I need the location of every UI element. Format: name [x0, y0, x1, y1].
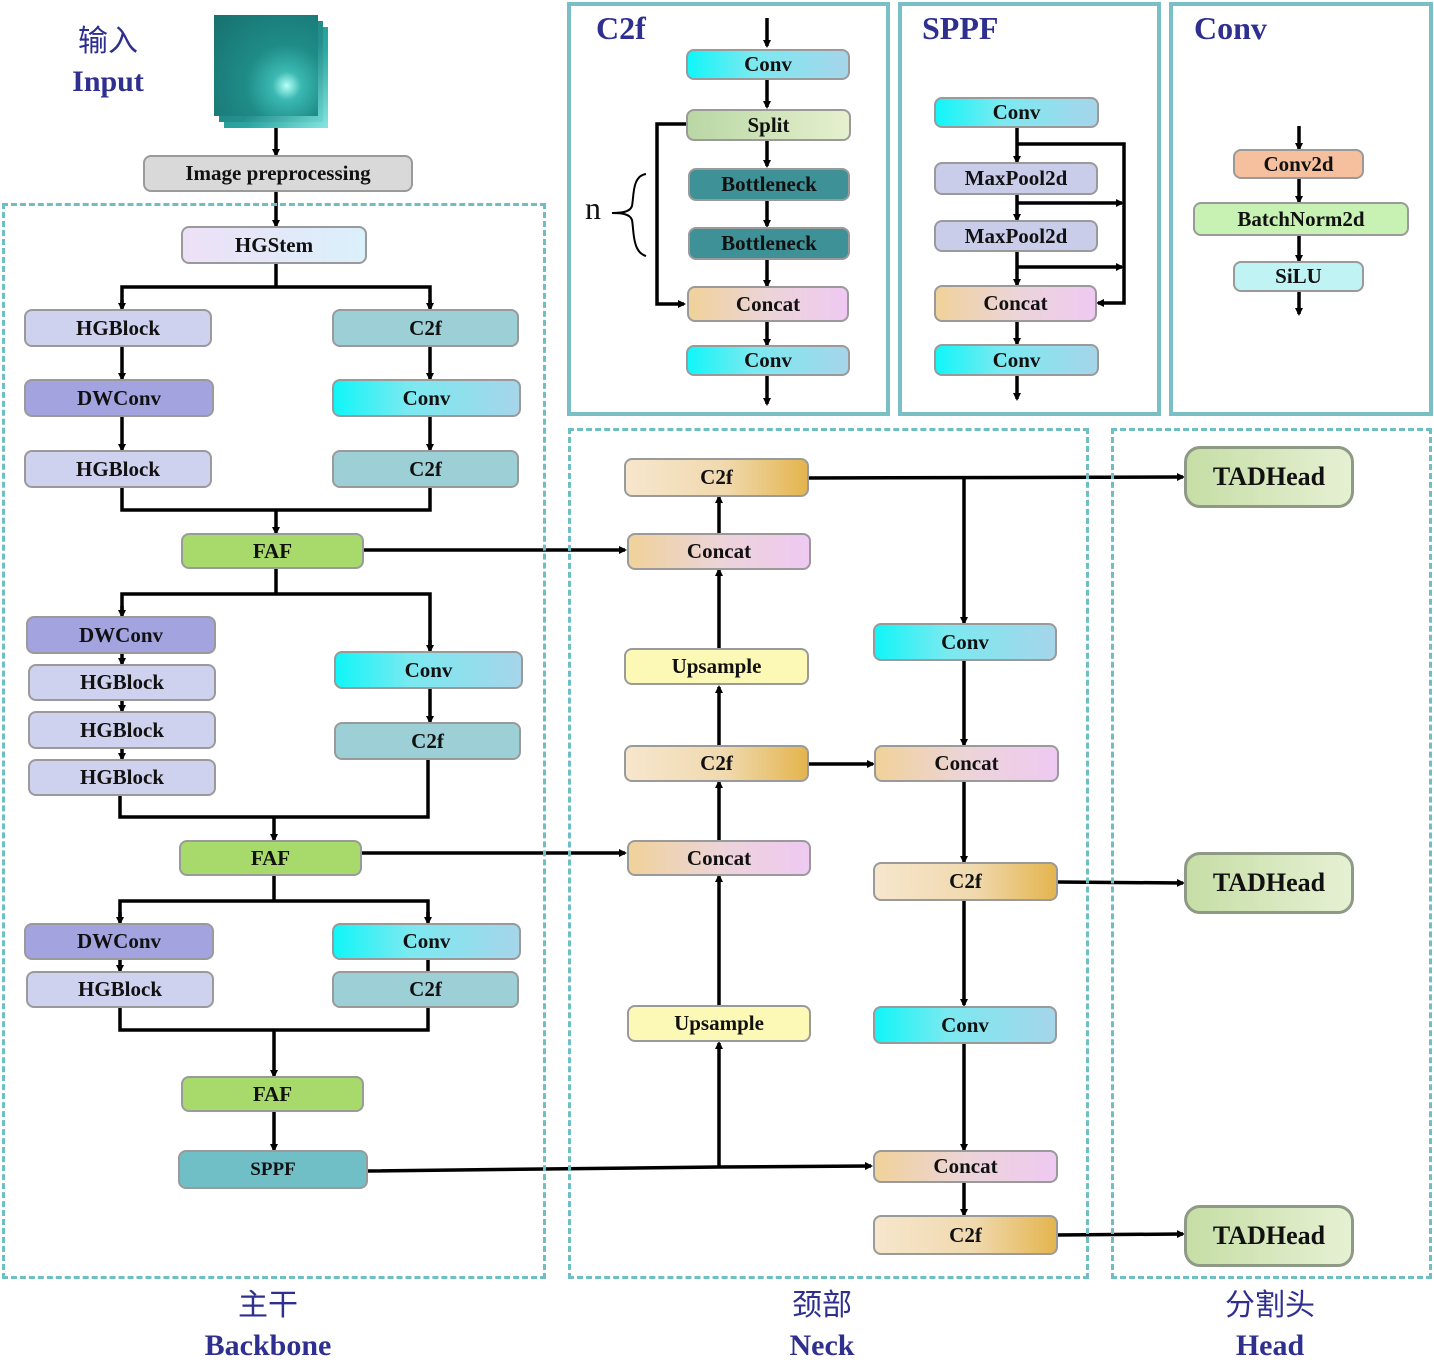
- stage1-faf-block[interactable]: FAF: [181, 533, 364, 569]
- stage2-left-block-1[interactable]: DWConv: [26, 616, 216, 654]
- stage3-left-block-2[interactable]: HGBlock: [26, 971, 214, 1008]
- head-label-zh: 分割头: [1225, 1289, 1315, 1322]
- stage1-left-block-3[interactable]: HGBlock: [24, 450, 212, 488]
- stage1-left-block-1[interactable]: HGBlock: [24, 309, 212, 347]
- neck-left-block-3[interactable]: Upsample: [624, 648, 809, 685]
- conv-detail-panel: [1169, 2, 1433, 416]
- stage2-left-block-3[interactable]: HGBlock: [28, 711, 216, 749]
- sppf-panel-block-3[interactable]: MaxPool2d: [934, 220, 1098, 252]
- stage2-faf-block[interactable]: FAF: [179, 840, 362, 876]
- backbone-sppf-block[interactable]: SPPF: [178, 1150, 368, 1189]
- conv-panel-block-1[interactable]: Conv2d: [1233, 149, 1364, 179]
- backbone-frame: [2, 203, 546, 1279]
- stage1-left-block-2[interactable]: DWConv: [24, 379, 214, 417]
- arrow-to-head3: [1056, 1230, 1185, 1239]
- image-preprocessing-block[interactable]: Image preprocessing: [143, 155, 413, 192]
- input-label-en: Input: [72, 65, 144, 98]
- hgstem-block[interactable]: HGStem: [181, 226, 367, 264]
- input-image-stack-icon: [214, 15, 328, 128]
- sppf-panel-block-5[interactable]: Conv: [934, 344, 1099, 376]
- head-label-en: Head: [1235, 1329, 1305, 1362]
- neck-label: 颈部 Neck: [722, 1286, 922, 1366]
- repeat-brace-icon: [611, 173, 647, 257]
- neck-right-block-2[interactable]: Concat: [874, 745, 1059, 782]
- input-label-zh: 输入: [78, 25, 138, 58]
- neck-right-block-3[interactable]: C2f: [873, 862, 1058, 901]
- stage2-right-block-2[interactable]: C2f: [334, 722, 521, 760]
- neck-frame: [568, 428, 1089, 1279]
- repeat-count-label: n: [585, 190, 601, 226]
- neck-left-block-6[interactable]: Upsample: [627, 1005, 811, 1042]
- backbone-label: 主干 Backbone: [168, 1286, 368, 1366]
- neck-right-block-5[interactable]: Concat: [873, 1150, 1058, 1183]
- sppf-detail-panel: [898, 2, 1161, 416]
- tadhead-block-2[interactable]: TADHead: [1184, 852, 1354, 914]
- sppf-panel-block-4[interactable]: Concat: [934, 285, 1097, 322]
- neck-label-zh: 颈部: [792, 1289, 852, 1322]
- tadhead-block-1[interactable]: TADHead: [1184, 446, 1354, 508]
- stage3-right-block-1[interactable]: Conv: [332, 923, 521, 960]
- sppf-panel-block-2[interactable]: MaxPool2d: [934, 162, 1098, 195]
- sppf-panel-title: SPPF: [922, 10, 999, 46]
- conv-panel-title: Conv: [1194, 10, 1267, 46]
- neck-right-block-6[interactable]: C2f: [873, 1215, 1058, 1255]
- neck-left-block-5[interactable]: Concat: [627, 840, 811, 876]
- arrow-to-head1: [807, 473, 1185, 482]
- c2f-panel-block-6[interactable]: Conv: [686, 345, 850, 376]
- sppf-panel-block-1[interactable]: Conv: [934, 97, 1099, 128]
- neck-left-block-1[interactable]: C2f: [624, 458, 809, 497]
- c2f-panel-block-5[interactable]: Concat: [687, 286, 849, 322]
- stage1-right-block-2[interactable]: Conv: [332, 379, 521, 417]
- arrow-to-head2: [1056, 878, 1185, 887]
- tadhead-block-3[interactable]: TADHead: [1184, 1205, 1354, 1267]
- neck-label-en: Neck: [789, 1329, 855, 1362]
- c2f-panel-block-1[interactable]: Conv: [686, 49, 850, 80]
- conv-panel-block-2[interactable]: BatchNorm2d: [1193, 202, 1409, 236]
- neck-right-block-4[interactable]: Conv: [873, 1006, 1057, 1044]
- c2f-panel-block-3[interactable]: Bottleneck: [688, 168, 850, 201]
- stage2-right-block-1[interactable]: Conv: [334, 651, 523, 689]
- backbone-label-zh: 主干: [238, 1289, 298, 1322]
- stage2-left-block-2[interactable]: HGBlock: [28, 664, 216, 701]
- neck-left-block-4[interactable]: C2f: [624, 745, 809, 782]
- conv-panel-block-3[interactable]: SiLU: [1233, 261, 1364, 292]
- backbone-label-en: Backbone: [204, 1329, 332, 1362]
- stage3-faf-block[interactable]: FAF: [181, 1076, 364, 1112]
- c2f-panel-title: C2f: [596, 10, 646, 46]
- c2f-panel-block-4[interactable]: Bottleneck: [688, 227, 850, 260]
- stage3-left-block-1[interactable]: DWConv: [24, 923, 214, 960]
- line-stage1-split: [120, 285, 432, 308]
- stage3-right-block-2[interactable]: C2f: [332, 971, 519, 1008]
- c2f-panel-block-2[interactable]: Split: [686, 109, 851, 141]
- c2f-detail-panel: [567, 2, 890, 416]
- neck-right-block-1[interactable]: Conv: [873, 623, 1057, 661]
- stage1-right-block-1[interactable]: C2f: [332, 309, 519, 347]
- stage2-left-block-4[interactable]: HGBlock: [28, 759, 216, 796]
- input-label: 输入 Input: [62, 22, 154, 102]
- stage1-right-block-3[interactable]: C2f: [332, 450, 519, 488]
- head-label: 分割头 Head: [1170, 1286, 1370, 1366]
- head-frame: [1111, 428, 1432, 1279]
- neck-left-block-2[interactable]: Concat: [627, 533, 811, 570]
